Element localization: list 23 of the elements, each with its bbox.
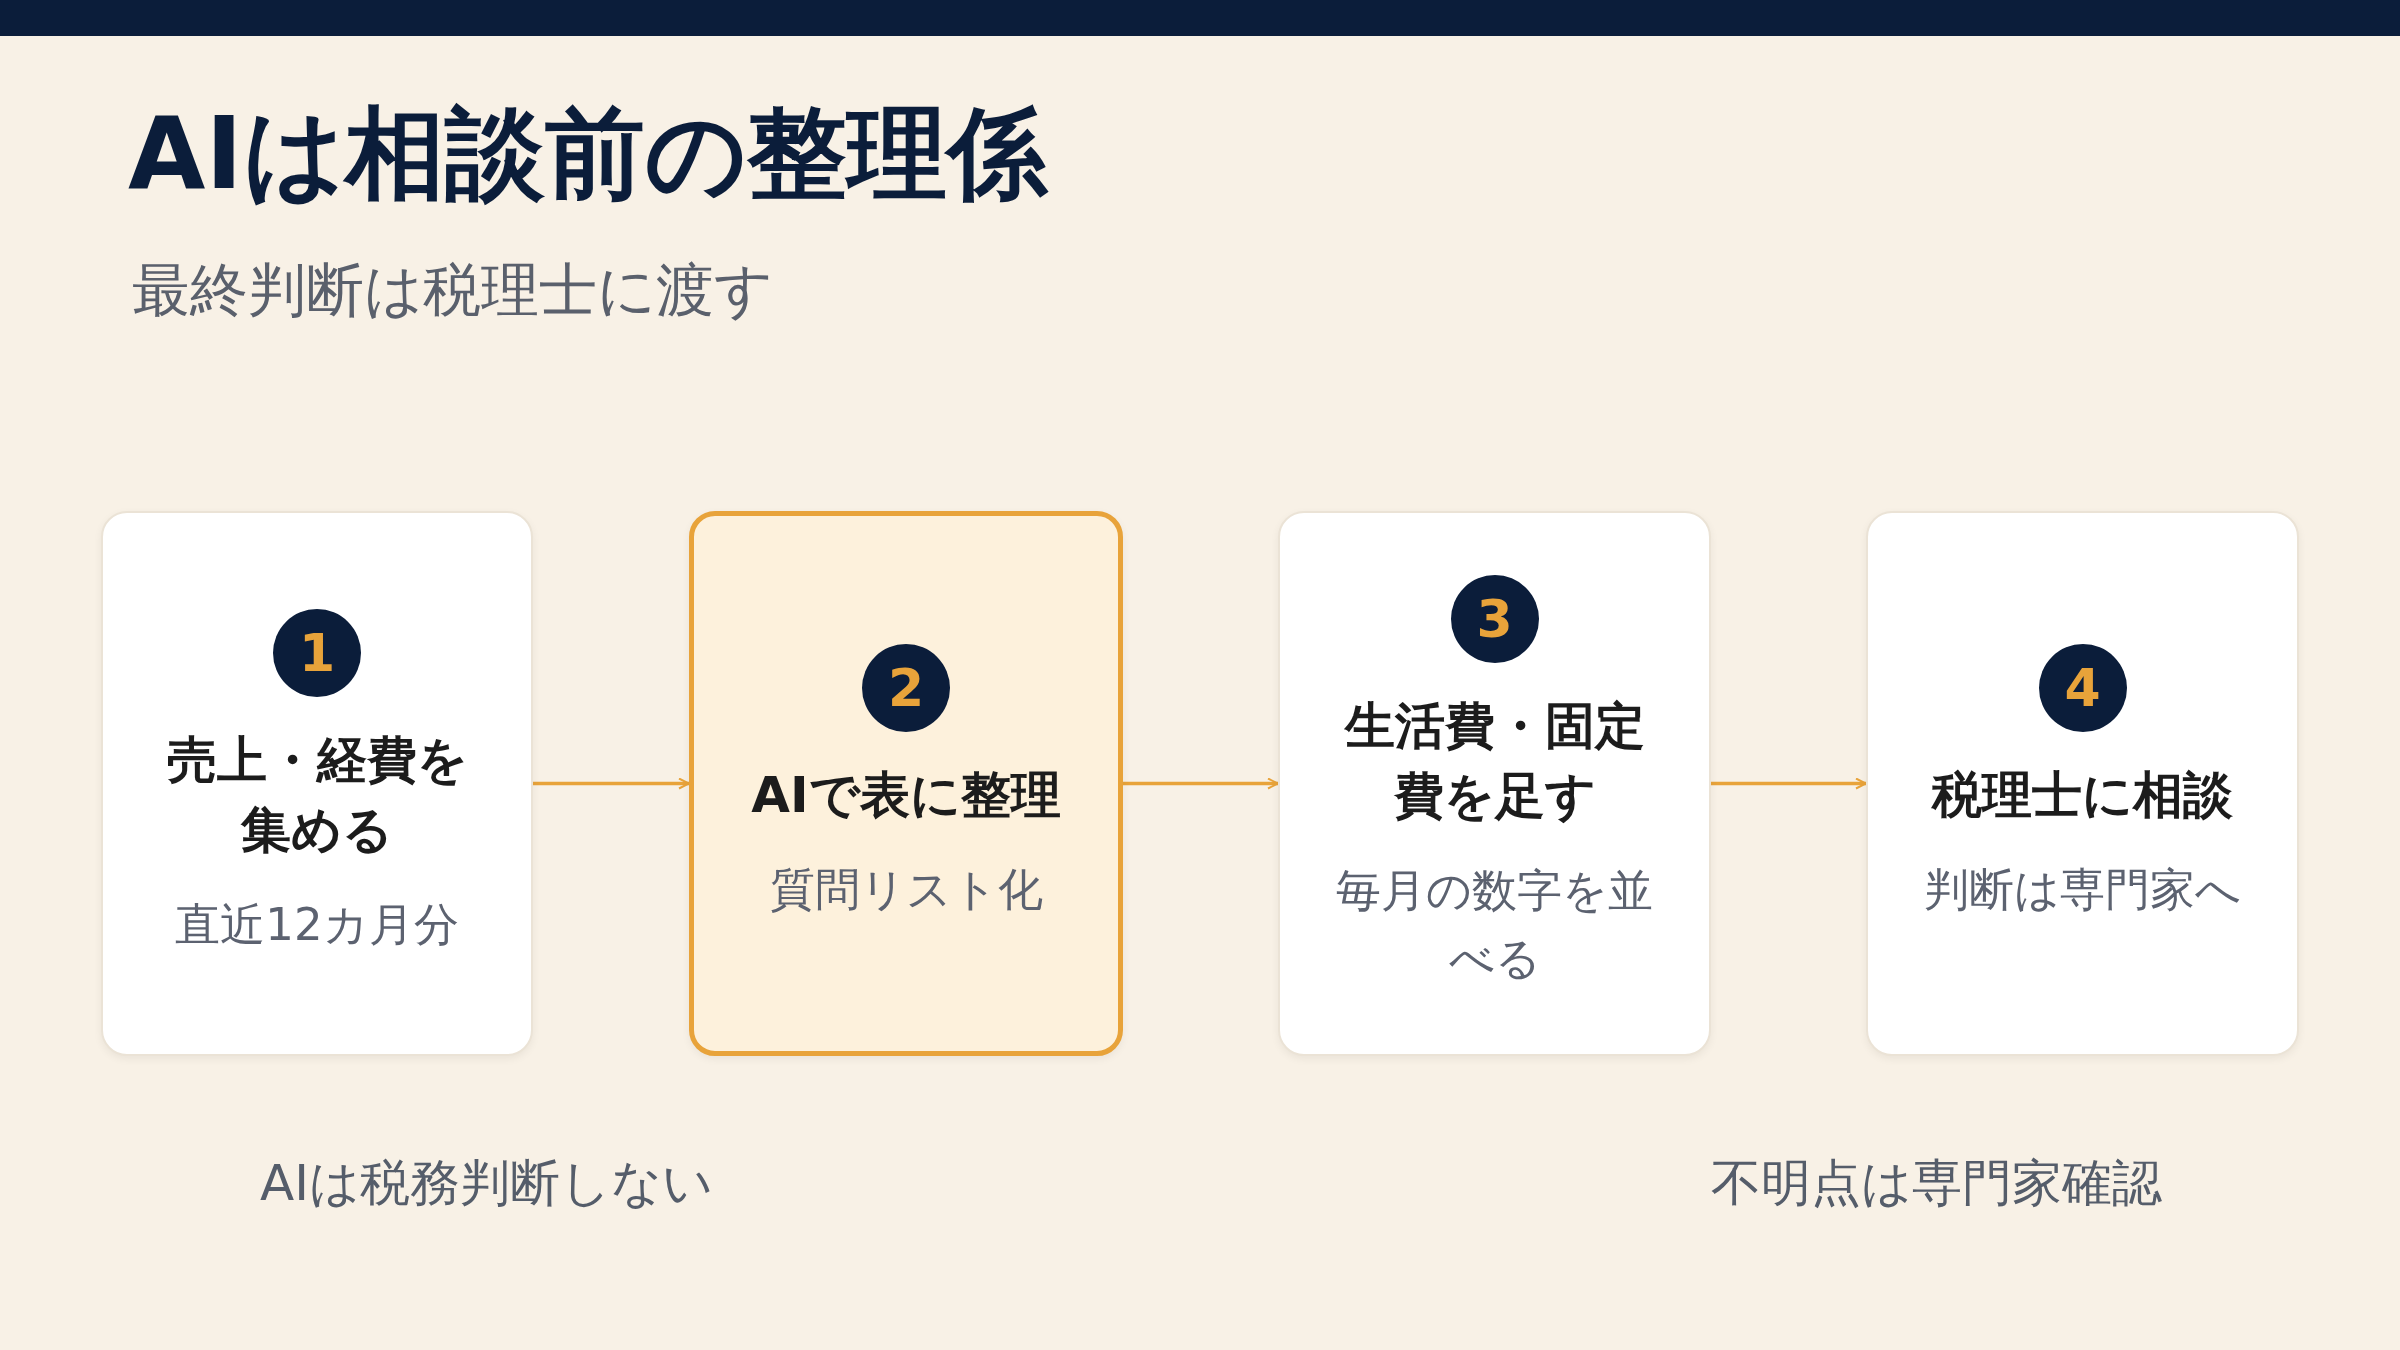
step-description: 質問リスト化 bbox=[769, 861, 1043, 918]
note-text: AIは税務判断しない bbox=[260, 1153, 713, 1214]
title: AIは相談前の整理係 bbox=[128, 94, 1047, 214]
step-title: 売上・経費を集める bbox=[165, 729, 469, 861]
step-description: 毎月の数字を並べる bbox=[1335, 863, 1654, 987]
step-number-badge: 2 bbox=[862, 643, 950, 732]
step-card bbox=[101, 511, 533, 1056]
step-number-badge: 4 bbox=[2038, 643, 2127, 732]
step-title: 生活費・固定費を足す bbox=[1343, 696, 1646, 827]
step-card bbox=[1866, 511, 2299, 1056]
note-text: 不明点は専門家確認 bbox=[1711, 1153, 2162, 1214]
highlighted-step-card bbox=[689, 511, 1123, 1056]
arrow bbox=[533, 777, 690, 790]
subtitle: 最終判断は税理士に渡す bbox=[132, 255, 773, 326]
arrow bbox=[1711, 777, 1867, 790]
step-description: 直近12カ月分 bbox=[175, 896, 459, 953]
step-title: 税理士に相談 bbox=[1932, 764, 2233, 826]
step-card bbox=[1278, 511, 1711, 1056]
arrow bbox=[1123, 777, 1279, 790]
step-title: AIで表に整理 bbox=[751, 764, 1061, 826]
step-number-badge: 3 bbox=[1450, 575, 1539, 663]
step-number-badge: 1 bbox=[273, 608, 361, 697]
step-description: 判断は専門家へ bbox=[1924, 861, 2241, 918]
